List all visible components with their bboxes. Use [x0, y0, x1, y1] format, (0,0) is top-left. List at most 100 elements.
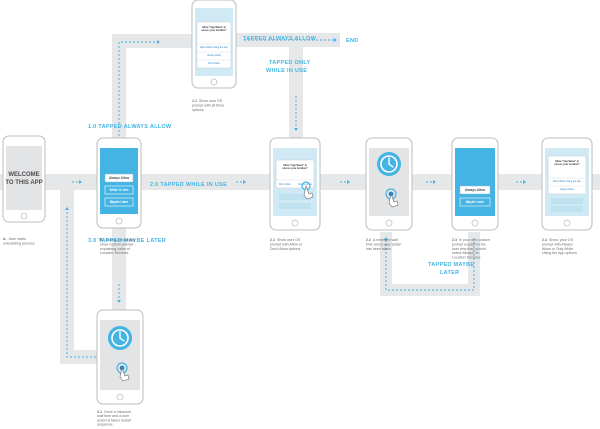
caption-2-1-line-2: prompt with Allow or — [270, 242, 303, 246]
label-tapped-maybe-2: LATER — [440, 270, 459, 276]
caption-2-3-line-4: select Always On — [452, 251, 479, 255]
caption-1-1-line-3: options — [192, 108, 204, 112]
caption-2-3: 2.3 In your own custom prompt explain to… — [452, 238, 491, 260]
caption-2-4-line-1: Show, your OS — [549, 238, 574, 242]
arrowhead-22-23 — [433, 180, 436, 184]
caption-2-1-line-3: Don't Allow options — [270, 247, 300, 251]
caption-b-num: B. — [100, 238, 104, 242]
phone-2-1: Allow "App Name" to access your location… — [269, 137, 321, 231]
caption-1-1-num: 1.1 — [192, 99, 197, 103]
caption-2-4: 2.4 Show, your OS prompt with Always All… — [542, 238, 577, 255]
phone-b: Always Allow While in Use Maybe Later — [96, 137, 142, 229]
phone-2-3-always-allow-button — [459, 185, 491, 195]
caption-2-4-line-2: prompt with Always — [542, 242, 573, 246]
phone-2-1-hand-icon — [303, 184, 314, 200]
phone-b-while-in-use-label: While in Use — [110, 188, 129, 192]
caption-2-1: 2.1 Show user OS prompt with Allow or Do… — [270, 238, 303, 251]
phone-2-1-dialog — [275, 159, 315, 189]
caption-2-2-num: 2.2 — [366, 238, 371, 242]
caption-2-4-line-4: Using the App options — [542, 251, 577, 255]
caption-2-3-line-2: prompt explain to the — [452, 242, 486, 246]
phone-2-2-home-button — [385, 219, 393, 227]
arrowhead-down-2-1 — [294, 128, 298, 131]
caption-a-num: A. — [3, 237, 7, 241]
phone-a: WELCOME TO THIS APP — [2, 135, 46, 223]
welcome-line-2: TO THIS APP — [5, 180, 42, 186]
phone-2-4: Allow "App Name" to access your location… — [541, 137, 593, 231]
phone-2-2-hand-icon — [388, 192, 399, 208]
caption-2-3-line-5: Location Services — [452, 256, 481, 260]
label-1-0: 1.0 TAPPED ALWAYS ALLOW — [88, 124, 172, 130]
phone-b-always-allow-label: Always Allow — [109, 176, 130, 180]
caption-b-line-3: explaining value of — [100, 247, 130, 251]
phone-2-3-maybe-later-label: Maybe Later — [466, 200, 485, 204]
phone-1-1-home-button — [210, 78, 218, 86]
caption-2-1-num: 2.1 — [270, 238, 275, 242]
caption-3-1-line-2: wait time and a user — [97, 414, 130, 418]
caption-3-1: 3.1 Once a minimum wait time and a user … — [97, 410, 132, 427]
caption-1-1-line-1: Show user OS — [199, 99, 223, 103]
phone-b-maybe-later-button — [104, 197, 134, 207]
phone-2-3-maybe-later-button — [459, 197, 491, 207]
phone-2-1-dialog-title-2: access your location? — [282, 167, 308, 170]
caption-3-1-line-1: Once a minimum — [104, 410, 131, 414]
caption-2-4-line-3: Allow or Only While — [542, 247, 573, 251]
phone-1-1: Allow "App Name" to access your location… — [191, 0, 237, 89]
arrow-return — [66, 210, 104, 358]
label-2-0: 2.0 TAPPED WHILE IN USE — [150, 182, 227, 188]
phone-2-4-home-button — [563, 219, 571, 227]
caption-a-line-2: onboarding process — [3, 241, 35, 245]
phone-2-4-bg-button-1 — [551, 198, 583, 204]
label-end: END — [346, 38, 359, 44]
band-up-to-top — [112, 34, 126, 144]
caption-1-1-line-2: prompt with all three — [192, 103, 224, 107]
phone-1-1-dialog-title-1: Allow "App Name" to — [202, 26, 227, 29]
caption-3-1-num: 3.1 — [97, 410, 102, 414]
caption-2-4-num: 2.4 — [542, 238, 547, 242]
phone-2-1-dialog-title-1: Allow "App Name" to — [283, 164, 308, 167]
phone-2-3-home-button — [471, 219, 479, 227]
phone-2-3-always-allow-label: Always Allow — [465, 188, 486, 192]
phone-a-screen — [6, 146, 42, 210]
caption-2-1-line-1: Show user OS — [277, 238, 301, 242]
phone-2-1-bg-button-1 — [279, 194, 311, 200]
arrow-up-path — [118, 41, 158, 140]
caption-1-1: 1.1 Show user OS prompt with all three o… — [192, 99, 225, 112]
phone-2-4-bg-button-2 — [551, 206, 583, 212]
band-down-to-2-1 — [289, 47, 303, 139]
arrowhead-loop — [384, 237, 388, 240]
phone-2-2-clock-icon — [380, 155, 398, 173]
flow-arrows — [65, 38, 526, 358]
phone-1-1-option-dont-allow: Don't Allow — [208, 62, 220, 65]
welcome-line-1: WELCOME — [8, 172, 39, 178]
caption-b-line-4: Location Services — [100, 251, 129, 255]
phone-2-4-dialog-title-2: access your location? — [554, 163, 580, 166]
caption-a: A. User starts onboarding process — [3, 237, 35, 245]
phone-b-while-in-use-button — [104, 185, 134, 195]
caption-3-1-line-4: sequence — [97, 423, 113, 427]
caption-b-line-2: show custom prompt — [100, 242, 133, 246]
flow-labels: TAPPED ALWAYS ALLOW END TAPPED ONLY WHIL… — [88, 36, 474, 276]
phone-2-1-bg-button-2 — [279, 203, 311, 209]
label-tapped-only-2: WHILE IN USE — [266, 68, 307, 74]
caption-2-2-line-2: time and a user action — [366, 242, 401, 246]
caption-a-line-1: User starts — [9, 237, 27, 241]
arrowhead-b-21 — [243, 180, 246, 184]
phone-2-4-dialog-title-1: Allow "App Name" to — [555, 160, 580, 163]
caption-2-2-line-3: has been taken — [366, 247, 391, 251]
phone-2-2-clock-hands — [388, 157, 394, 168]
band-down-to-3-1 — [112, 228, 126, 312]
arrowhead-end — [334, 38, 337, 42]
arrowhead-up-right — [157, 40, 160, 44]
phone-3-1-hand-icon — [119, 366, 130, 382]
phone-2-4-option-always: Always Allow — [560, 188, 574, 191]
phone-a-home-button — [20, 212, 28, 220]
phone-3-1 — [96, 309, 144, 405]
caption-b-line-1: During onboarding — [106, 238, 136, 242]
caption-2-3-line-3: user why they should — [452, 247, 486, 251]
caption-2-2: 2.2 A minimum wait time and a user actio… — [366, 238, 402, 251]
phone-2-1-home-button — [291, 219, 299, 227]
caption-b: B. During onboarding show custom prompt … — [100, 238, 136, 255]
arrowhead-a-b — [79, 180, 82, 184]
